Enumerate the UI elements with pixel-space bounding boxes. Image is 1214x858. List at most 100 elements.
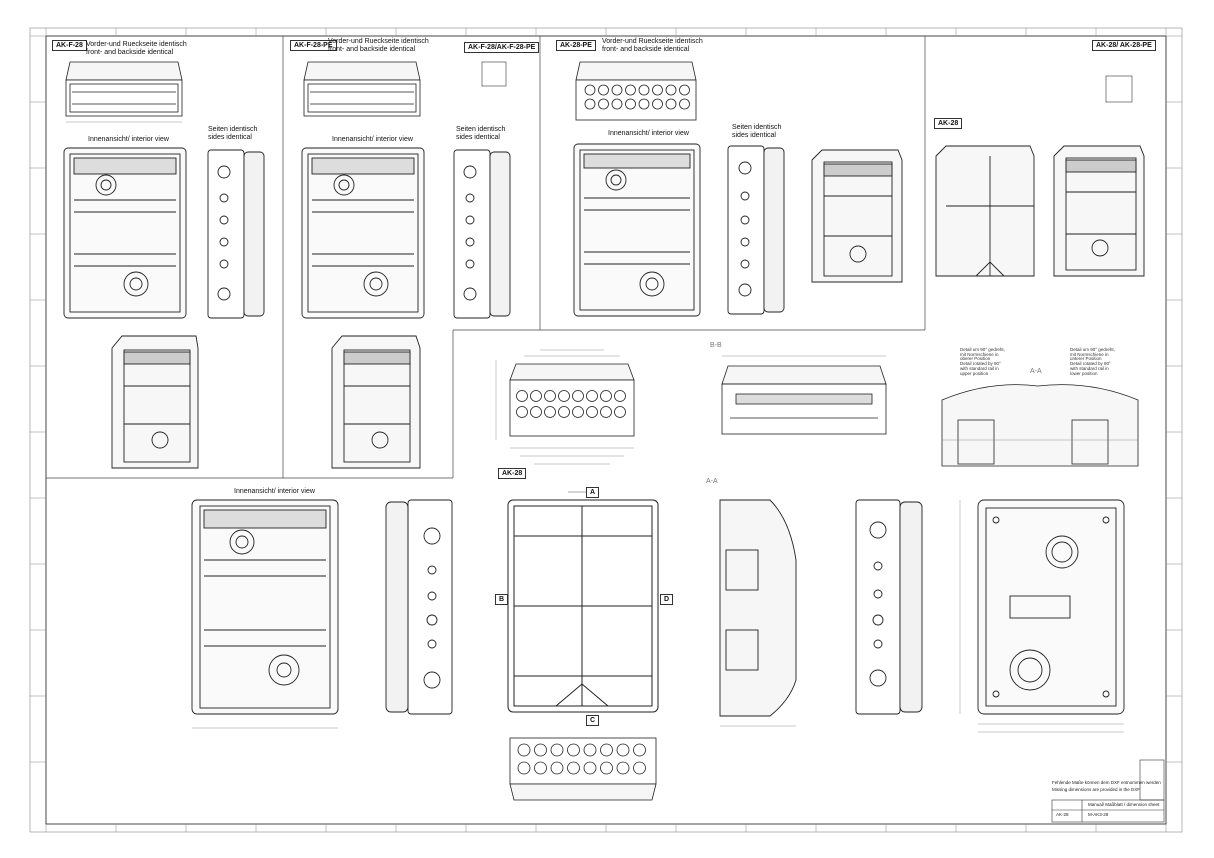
ak-28-rear-view bbox=[959, 499, 1125, 733]
detail-upper-line-4: Detail rotated by 90° bbox=[960, 361, 1001, 367]
ak-f-28-pe-wiring-icon bbox=[481, 61, 507, 87]
section-marker-d: D bbox=[660, 594, 674, 605]
note-front-back-en: front- and backside identical bbox=[86, 49, 174, 56]
cable-gland-icon bbox=[638, 98, 650, 110]
ak-28-interior-view-large bbox=[191, 499, 339, 729]
cable-gland-icon bbox=[665, 98, 677, 110]
cable-gland-icon bbox=[516, 406, 528, 418]
ak-f-28-pe-iso-view bbox=[331, 335, 421, 469]
cable-gland-icon bbox=[600, 406, 612, 418]
cable-gland-icon bbox=[600, 743, 613, 757]
detail-upper-line-1: Detail um 90° gedreht, bbox=[960, 347, 1005, 352]
note-front-back-de-2: Vorder-und Rueckseite identisch bbox=[328, 38, 429, 45]
ak-f-28-front-view bbox=[65, 61, 183, 123]
cable-gland-icon bbox=[544, 390, 556, 402]
cable-gland-icon bbox=[572, 406, 584, 418]
detail-upper-line-2: mit Normschiene in bbox=[960, 351, 999, 357]
cable-gland-icon bbox=[558, 406, 570, 418]
ak-28-pe-front-view bbox=[575, 61, 697, 121]
section-aa-view bbox=[719, 499, 797, 727]
ak-28-open-iso-view bbox=[1053, 145, 1145, 277]
note-front-back-en-2: front- and backside identical bbox=[328, 46, 416, 53]
cable-gland-icon bbox=[625, 84, 636, 96]
cable-gland-icon bbox=[583, 761, 597, 775]
label-ak-28: AK-28 bbox=[934, 118, 963, 129]
ak-28-wiring-icon bbox=[1105, 75, 1133, 103]
detail-upper-note: Detail um 90° gedreht, mit Normschiene i… bbox=[960, 347, 1005, 376]
detail-section-aa-view bbox=[941, 384, 1139, 467]
cable-gland-icon bbox=[530, 390, 542, 402]
cable-gland-icon bbox=[616, 743, 630, 757]
note-sides-en-3: sides identical bbox=[732, 132, 776, 139]
cable-gland-icon bbox=[584, 98, 596, 110]
title-doc-no: M-AK3-28 bbox=[1088, 812, 1109, 817]
cable-gland-icon bbox=[558, 390, 570, 402]
label-ak-f-28-pe: AK-F-28-PE bbox=[290, 40, 337, 51]
note-front-back-de-3: Vorder-und Rueckseite identisch bbox=[602, 38, 703, 45]
label-ak-28-combo: AK-28/ AK-28-PE bbox=[1092, 40, 1156, 51]
cable-gland-icon bbox=[638, 84, 650, 96]
ak-28-pe-iso-view bbox=[811, 149, 903, 283]
cable-gland-icon bbox=[544, 406, 556, 418]
cable-gland-icon bbox=[633, 743, 646, 757]
cable-gland-icon bbox=[550, 761, 564, 775]
detail-lower-line-1: Detail um 90° gedreht, bbox=[1070, 347, 1115, 352]
title-drawing-no: AK-28 bbox=[1056, 812, 1069, 817]
cable-gland-icon bbox=[600, 390, 612, 402]
frame-grid-ticks bbox=[30, 28, 1182, 832]
ak-f-28-pe-front-view bbox=[303, 61, 421, 117]
detail-upper-line-5: with standard rail in bbox=[960, 365, 999, 371]
section-bb-view bbox=[721, 355, 887, 435]
cable-gland-icon bbox=[600, 761, 613, 775]
ak-28-side-view-large bbox=[385, 499, 453, 715]
detail-lower-line-2: mit Normschiene in bbox=[1070, 351, 1109, 357]
note-sides-de-2: Seiten identisch bbox=[456, 126, 506, 133]
cable-gland-icon bbox=[550, 743, 564, 757]
note-front-back-en-3: front- and backside identical bbox=[602, 46, 690, 53]
detail-upper-line-6: upper position bbox=[960, 370, 989, 376]
cable-gland-icon bbox=[611, 98, 623, 110]
title-note-de: Fehlende Maße können dem DXF entnommen w… bbox=[1052, 780, 1161, 785]
note-sides-de-3: Seiten identisch bbox=[732, 124, 782, 131]
label-ak-f-28: AK-F-28 bbox=[52, 40, 87, 51]
label-ak-f-combo: AK-F-28/AK-F-28-PE bbox=[464, 42, 540, 53]
cable-gland-icon bbox=[665, 84, 677, 96]
ak-28-pe-side-view bbox=[727, 145, 785, 315]
cable-gland-icon bbox=[516, 390, 528, 402]
ak-f-28-iso-view bbox=[111, 335, 199, 469]
note-sides-en-2: sides identical bbox=[456, 134, 500, 141]
cable-gland-icon bbox=[679, 84, 690, 96]
note-front-back-de: Vorder-und Rueckseite identisch bbox=[86, 41, 187, 48]
ak-f-28-interior-view bbox=[63, 147, 187, 319]
cable-gland-icon bbox=[572, 390, 584, 402]
cable-gland-icon bbox=[517, 743, 531, 757]
ak-28-closed-iso-view bbox=[935, 145, 1035, 277]
cable-gland-icon bbox=[616, 761, 630, 775]
cable-gland-icon bbox=[567, 761, 580, 775]
detail-lower-line-6: lower position bbox=[1070, 370, 1098, 376]
ak-f-28-side-view bbox=[207, 149, 265, 319]
cable-gland-icon bbox=[567, 743, 580, 757]
cable-gland-icon bbox=[583, 743, 597, 757]
bottom-gland-view-2 bbox=[509, 737, 657, 801]
cable-gland-icon bbox=[598, 84, 609, 96]
label-section-bb: B-B bbox=[710, 342, 722, 349]
detail-lower-line-4: Detail rotated by 90° bbox=[1070, 361, 1111, 367]
detail-lower-line-5: with standard rail in bbox=[1070, 365, 1109, 371]
ak-f-28-pe-interior-view bbox=[301, 147, 425, 319]
bottom-gland-view bbox=[495, 349, 635, 465]
section-marker-b: B bbox=[495, 594, 509, 605]
cable-gland-icon bbox=[679, 98, 690, 110]
cable-gland-icon bbox=[633, 761, 646, 775]
cable-gland-icon bbox=[586, 390, 598, 402]
title-sheet-title: Manual/ Maßblatt / dimension sheet bbox=[1088, 802, 1160, 807]
section-marker-a: A bbox=[586, 487, 600, 498]
note-interior-view-2: Innenansicht/ interior view bbox=[332, 136, 413, 143]
label-ak-28-bottom: AK-28 bbox=[498, 468, 527, 479]
ak-28-front-view-large bbox=[507, 491, 659, 713]
panel-dividers bbox=[46, 36, 926, 479]
cable-gland-icon bbox=[611, 84, 623, 96]
cable-gland-icon bbox=[598, 98, 609, 110]
cable-gland-icon bbox=[614, 390, 626, 402]
cable-gland-icon bbox=[530, 406, 542, 418]
